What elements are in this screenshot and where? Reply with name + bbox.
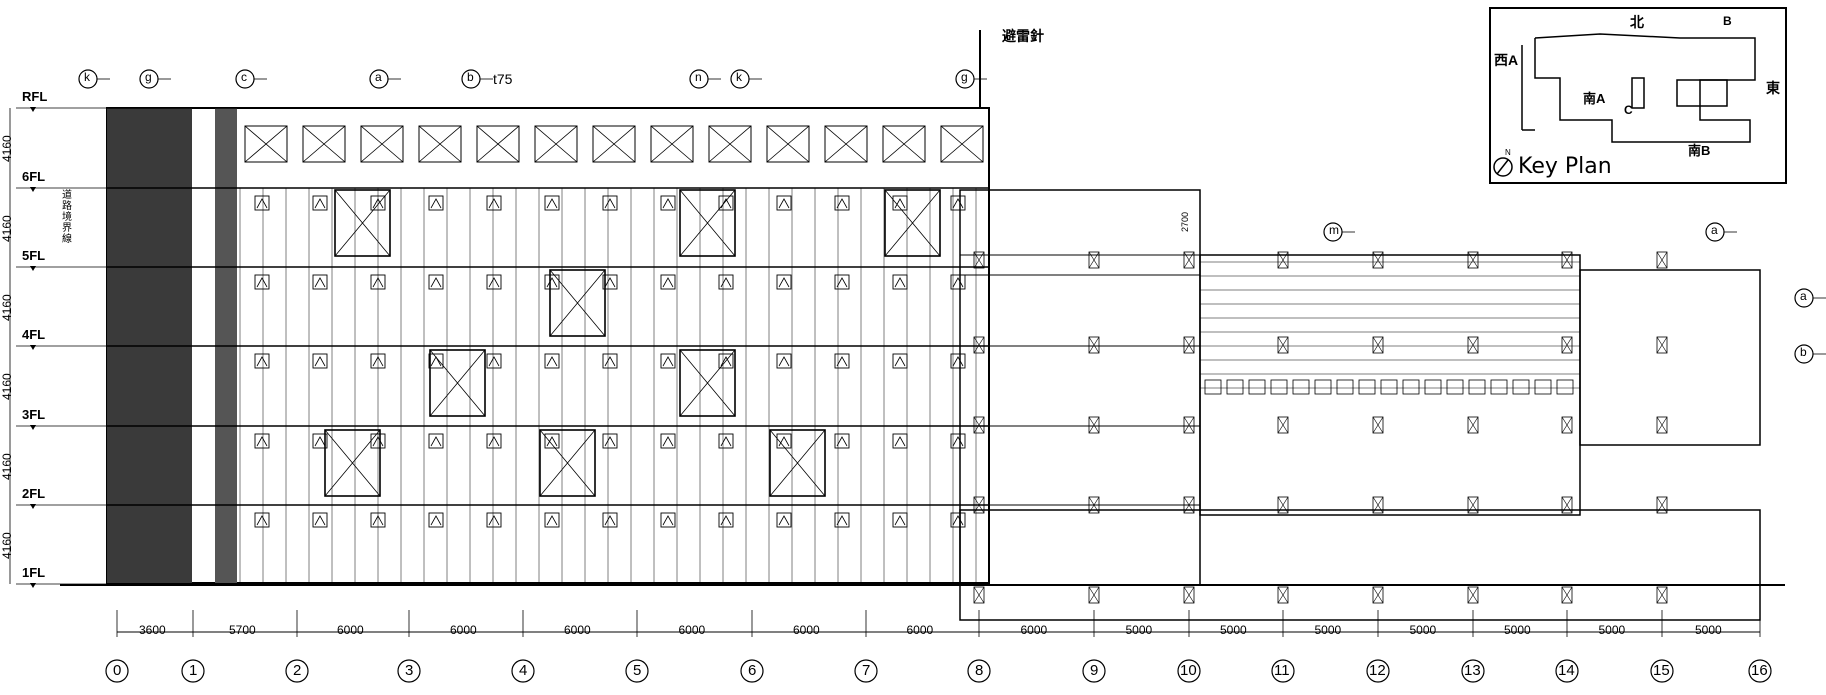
key-plan-marker-c: C: [1624, 103, 1633, 117]
key-plan-title: Key Plan: [1518, 154, 1612, 179]
floor-height-dim: 4160: [0, 135, 14, 162]
key-plan-south-b: 南B: [1688, 143, 1711, 158]
floor-height-dim: 4160: [0, 293, 14, 321]
callout-label: n: [695, 70, 702, 84]
grid-circle: [1650, 659, 1674, 683]
span-dim: 5000: [1598, 623, 1626, 637]
grid-label: 4: [519, 662, 528, 679]
grid-circle: [397, 659, 421, 683]
dim-2700: 2700: [1180, 211, 1190, 232]
grid-circle: [1366, 659, 1390, 683]
span-dim: 5000: [1695, 623, 1722, 637]
grid-circle: [740, 659, 764, 683]
span-dim: 6000: [793, 623, 820, 637]
grid-circle: [285, 659, 309, 683]
grid-label: 13: [1464, 662, 1481, 679]
grid-circle: [1271, 659, 1295, 683]
grid-circle: [1177, 659, 1201, 683]
key-plan-marker-b: B: [1723, 14, 1732, 28]
grid-label: 14: [1558, 662, 1575, 679]
span-dim: 6000: [564, 623, 591, 637]
callout-label: g: [145, 70, 152, 84]
grid-label: 9: [1090, 662, 1099, 679]
floor-label: 6FL: [22, 169, 46, 184]
grid-label: 15: [1653, 662, 1670, 679]
floor-height-dim: 4160: [0, 531, 14, 559]
grid-circle: [854, 659, 878, 683]
span-dim: 5000: [1314, 623, 1342, 637]
callout-label: a: [1711, 223, 1718, 237]
grid-label: 16: [1751, 662, 1768, 679]
grid-circle: [105, 659, 129, 683]
key-plan-north-symbol: N: [1505, 148, 1511, 157]
callout-label: g: [961, 70, 968, 84]
grid-circle: [1748, 659, 1772, 683]
grid-circle: [1555, 659, 1579, 683]
grid-label: 1: [189, 662, 198, 679]
floor-height-dim: 4160: [0, 452, 14, 480]
span-dim: 6000: [450, 623, 477, 637]
callout-label: a: [375, 70, 382, 84]
grid-label: 3: [405, 662, 414, 679]
grid-label: 10: [1180, 662, 1197, 679]
thickness-note: t75: [493, 71, 513, 87]
grid-circle: [511, 659, 535, 683]
callout-label: k: [84, 70, 90, 84]
floor-height-dim: 4160: [0, 214, 14, 242]
key-plan-east: 東: [1766, 80, 1780, 96]
span-dim: 5000: [1409, 623, 1437, 637]
span-dim: 5000: [1504, 623, 1531, 637]
span-dim: 6000: [337, 623, 364, 637]
key-plan-south-a: 南A: [1583, 91, 1606, 106]
grid-circle: [625, 659, 649, 683]
boundary-label: 道路境界線: [62, 190, 72, 245]
grid-circle: [1461, 659, 1485, 683]
callout-label: a: [1800, 289, 1807, 303]
span-dim: 3600: [139, 623, 166, 637]
grid-circle: [967, 659, 991, 683]
span-dim: 6000: [678, 623, 706, 637]
floor-label: 5FL: [22, 248, 46, 263]
grid-label: 12: [1369, 662, 1386, 679]
floor-label: RFL: [22, 89, 48, 104]
span-dim: 5000: [1125, 623, 1153, 637]
grid-label: 7: [862, 662, 871, 679]
floor-label: 2FL: [22, 486, 46, 501]
span-dim: 5700: [229, 623, 256, 637]
floor-height-dim: 4160: [0, 373, 14, 400]
callout-label: b: [467, 70, 474, 84]
callout-label: k: [736, 70, 742, 84]
callout-label: m: [1329, 223, 1339, 237]
grid-label: 0: [113, 662, 122, 679]
callout-label: c: [241, 70, 247, 84]
grid-label: 2: [293, 662, 302, 679]
grid-circle: [181, 659, 205, 683]
grid-label: 8: [975, 662, 984, 679]
key-plan-west: 西A: [1494, 52, 1519, 68]
grid-label: 5: [633, 662, 642, 679]
key-plan-north: 北: [1630, 14, 1644, 30]
span-dim: 5000: [1220, 623, 1247, 637]
lightning-rod-label: 避雷針: [1002, 28, 1044, 44]
grid-label: 6: [748, 662, 757, 679]
floor-label: 4FL: [22, 327, 46, 342]
floor-label: 3FL: [22, 407, 46, 422]
building-outline: [60, 7, 1787, 621]
callout-label: b: [1800, 345, 1807, 359]
floor-label: 1FL: [22, 565, 46, 580]
span-dim: 6000: [1020, 623, 1048, 637]
north-arrow-icon: [1493, 157, 1513, 177]
span-dim: 6000: [906, 623, 934, 637]
grid-label: 11: [1274, 662, 1290, 679]
dimension-layer: [9, 69, 1826, 683]
grid-circle: [1082, 659, 1106, 683]
